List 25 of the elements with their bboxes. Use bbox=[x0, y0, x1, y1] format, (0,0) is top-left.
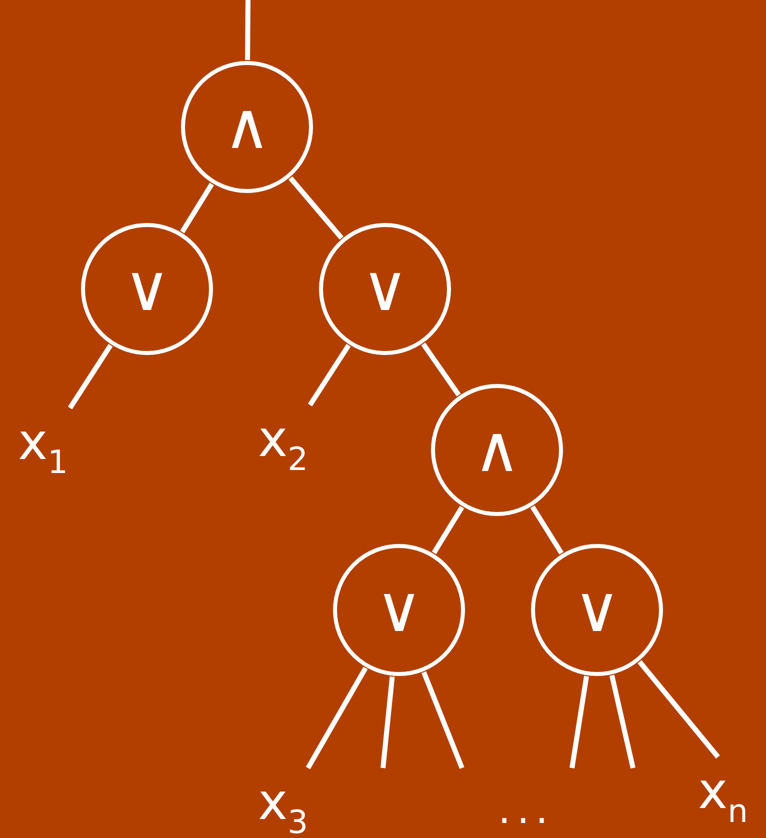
connector-line bbox=[530, 505, 564, 555]
ellipsis-label: ... bbox=[498, 790, 554, 830]
connector-line bbox=[422, 671, 464, 769]
operator-symbol: ∨ bbox=[376, 578, 422, 642]
variable-label: x$_{2}$ bbox=[258, 405, 308, 469]
connector-line bbox=[288, 176, 344, 240]
connector-line bbox=[570, 676, 589, 768]
connector-line bbox=[308, 344, 351, 406]
connector-line bbox=[609, 674, 636, 769]
operator-symbol: ∨ bbox=[362, 257, 408, 321]
operator-symbol: ∨ bbox=[124, 257, 170, 321]
connector-line bbox=[421, 342, 461, 396]
connector-line bbox=[432, 506, 464, 554]
operator-symbol: ∧ bbox=[224, 95, 270, 159]
connector-line bbox=[306, 666, 368, 770]
variable-label: x$_{3}$ bbox=[258, 768, 308, 832]
operator-symbol: ∨ bbox=[574, 578, 620, 642]
variable-label: x$_{n}$ bbox=[698, 757, 748, 821]
operator-symbol: ∧ bbox=[474, 418, 520, 482]
connector-line bbox=[68, 344, 113, 410]
connector-line bbox=[180, 182, 214, 234]
variable-label: x$_{1}$ bbox=[18, 408, 68, 472]
connector-line bbox=[638, 660, 720, 759]
connector-line bbox=[245, 0, 250, 60]
connector-line bbox=[380, 676, 395, 768]
